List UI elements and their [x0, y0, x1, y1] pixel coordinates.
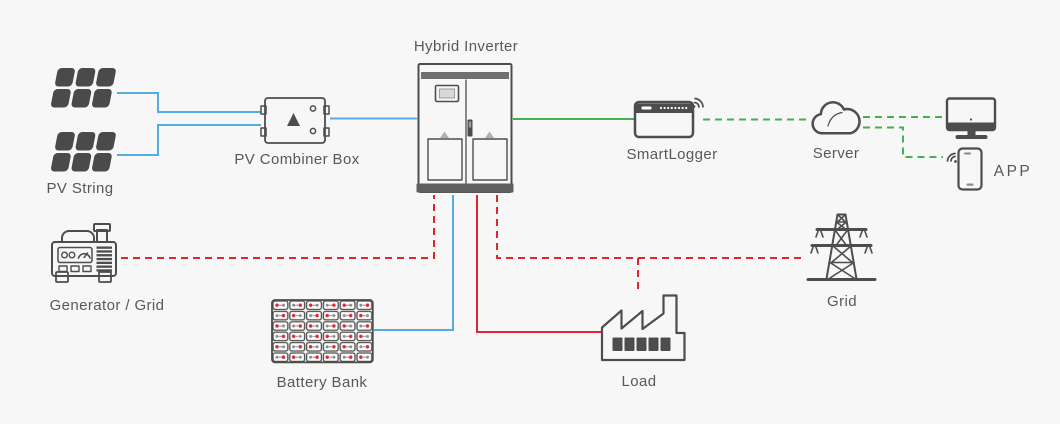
tower-insulators: [815, 229, 868, 238]
line-inverter-to-grid: [496, 195, 806, 259]
cloud-icon: [811, 101, 861, 135]
inverter-vent-grille: [472, 138, 508, 181]
logger-device-icon: [633, 97, 704, 139]
line-server-to-app: [863, 126, 943, 158]
combiner-warning-triangle-icon: [287, 113, 300, 126]
smartphone-icon: [946, 147, 983, 191]
label-smartlogger: SmartLogger: [626, 146, 717, 163]
line-generator-to-inverter: [121, 195, 435, 259]
line-pv2-to-combiner: [117, 124, 261, 156]
label-generator-grid: Generator / Grid: [50, 297, 165, 314]
label-battery-bank: Battery Bank: [277, 374, 368, 391]
factory-icon: [600, 294, 686, 362]
generator-icon: [51, 223, 117, 283]
label-server: Server: [813, 145, 860, 162]
label-app: APP: [994, 163, 1033, 180]
label-hybrid-inverter: Hybrid Inverter: [414, 38, 518, 55]
desktop-monitor-icon: [945, 97, 997, 139]
combiner-box-icon: [260, 97, 330, 144]
line-inverter-to-load: [476, 195, 601, 333]
factory-windows: [612, 337, 671, 351]
tower-insulators: [810, 245, 873, 254]
inverter-display: [434, 84, 460, 103]
label-grid: Grid: [827, 293, 857, 310]
inverter-vent-grille: [427, 138, 463, 181]
inverter-handle: [467, 119, 473, 137]
label-pv-combiner-box: PV Combiner Box: [234, 151, 359, 168]
generator-gauge: [77, 252, 91, 259]
transmission-tower-icon: [806, 213, 877, 281]
wifi-signal-icon: [946, 152, 957, 163]
solar-panel-icon: [51, 68, 116, 172]
label-load: Load: [622, 373, 657, 390]
line-inverter-to-battery: [374, 195, 454, 331]
line-pv1-to-combiner: [117, 92, 261, 113]
label-pv-string: PV String: [47, 180, 114, 197]
generator-vent: [96, 246, 112, 272]
inverter-cabinet-icon: [416, 63, 514, 193]
battery-rack-icon: [271, 299, 374, 364]
wifi-signal-icon: [692, 97, 704, 108]
